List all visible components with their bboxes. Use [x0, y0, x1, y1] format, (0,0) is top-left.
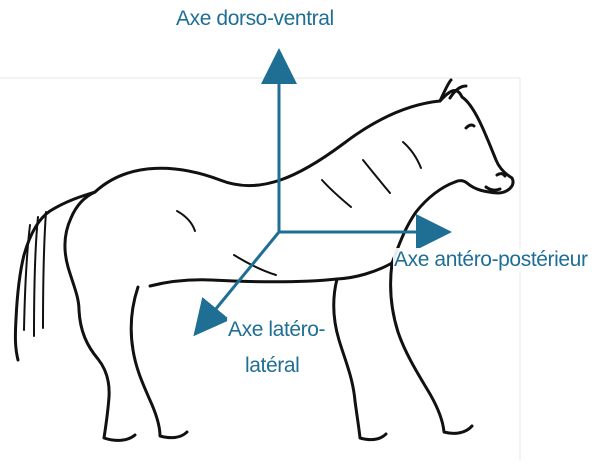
- horse-shading-3: [363, 160, 390, 193]
- horse-tail-hair-2: [34, 217, 38, 336]
- horse-hind-leg-back: [79, 310, 135, 440]
- horse-tail-hair-3: [43, 212, 46, 328]
- horse-tail-hair-1: [24, 225, 30, 330]
- horse-nostril: [497, 174, 505, 176]
- dorso-ventral-axis-label: Axe dorso-ventral: [175, 7, 335, 31]
- horse-shading-4: [403, 142, 421, 168]
- horse-top-outline: [95, 90, 513, 263]
- horse-shading-1: [177, 211, 195, 231]
- horse-shading-5: [234, 255, 276, 275]
- horse-shading-2: [322, 180, 351, 207]
- horse-fore-leg-back: [334, 279, 386, 440]
- antero-posterior-axis-label: Axe antéro-postérieur: [393, 248, 589, 272]
- horse-fore-leg-front: [391, 263, 472, 433]
- horse-rump: [65, 192, 95, 310]
- horse-mouth: [486, 187, 500, 190]
- body-axes: [201, 60, 440, 327]
- horse-eye: [466, 125, 474, 128]
- latero-lateral-axis-label-line-1: Axe latéro-: [227, 318, 326, 342]
- latero-lateral-axis-label-line-2: latéral: [244, 354, 300, 378]
- horse-belly: [150, 263, 392, 286]
- horse-hind-leg-front: [131, 287, 187, 438]
